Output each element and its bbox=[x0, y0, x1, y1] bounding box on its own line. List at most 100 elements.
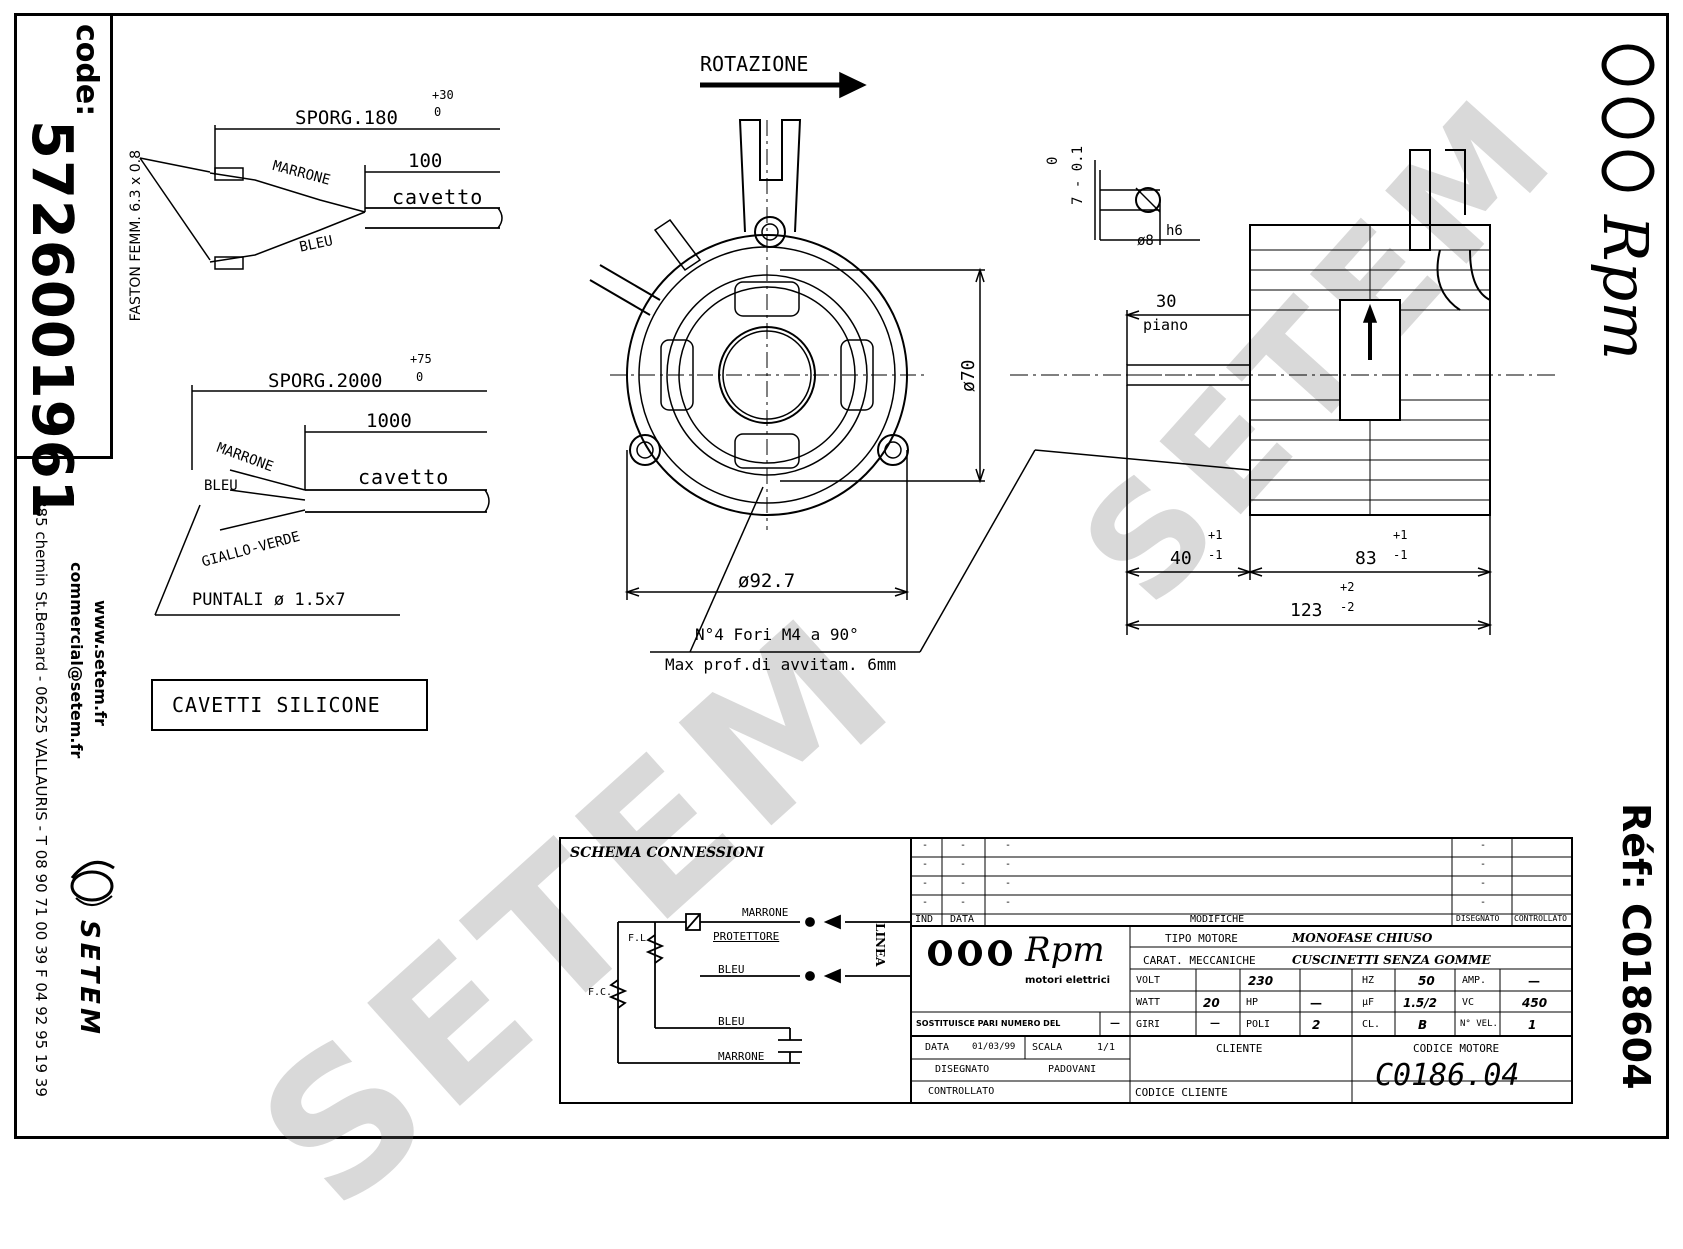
tb-logo: Rpm bbox=[1025, 930, 1105, 970]
setem-logo-icon bbox=[70, 860, 115, 906]
tb-sostituisce-value: — bbox=[1110, 1018, 1120, 1029]
tb-vc-value: 450 bbox=[1522, 996, 1548, 1010]
cable2-tol0: 0 bbox=[416, 370, 424, 384]
tb-hz-label: HZ bbox=[1362, 975, 1375, 986]
cable2-cavetto: cavetto bbox=[358, 465, 450, 489]
cable2-sporg: SPORG.2000 bbox=[268, 370, 383, 392]
cavetti-silicone: CAVETTI SILICONE bbox=[172, 693, 381, 717]
tb-modifiche: MODIFICHE bbox=[1190, 914, 1245, 925]
schema-bleu1: BLEU bbox=[718, 963, 745, 976]
tb-uf-value: 1.5/2 bbox=[1403, 996, 1437, 1010]
tb-dash: - bbox=[922, 878, 929, 889]
technical-drawing bbox=[139, 71, 1573, 1104]
tb-amp-label: AMP. bbox=[1462, 975, 1487, 986]
front-dia-927: ø92.7 bbox=[738, 570, 796, 592]
side-dim-123-minus: -2 bbox=[1340, 600, 1355, 614]
tb-dash: - bbox=[1005, 878, 1012, 889]
cable1-cavetto: cavetto bbox=[392, 185, 484, 209]
rpm-logo-icon bbox=[1601, 44, 1655, 192]
cable1-length: 100 bbox=[408, 150, 443, 172]
schema-fc: F.C. bbox=[588, 987, 613, 998]
tb-poli-value: 2 bbox=[1312, 1018, 1321, 1032]
tb-logo-sub: motori elettrici bbox=[1025, 975, 1111, 986]
rotation-label: ROTAZIONE bbox=[700, 52, 809, 76]
front-depth-note: Max prof.di avvitam. 6mm bbox=[665, 655, 897, 674]
schema-marrone2: MARRONE bbox=[718, 1050, 765, 1063]
tb-sostituisce: SOSTITUISCE PARI NUMERO DEL bbox=[916, 1019, 1061, 1028]
side-dim-40-minus: -1 bbox=[1208, 548, 1223, 562]
side-dim-123: 123 bbox=[1290, 600, 1323, 621]
tb-watt-value: 20 bbox=[1203, 996, 1220, 1010]
tb-hp-label: HP bbox=[1246, 997, 1259, 1008]
tb-controllato-label: CONTROLLATO bbox=[928, 1086, 995, 1097]
cable2-bleu: BLEU bbox=[204, 478, 238, 494]
tb-watt-label: WATT bbox=[1136, 997, 1161, 1008]
tb-dash: - bbox=[960, 897, 967, 908]
tb-hp-value: — bbox=[1310, 996, 1322, 1010]
tb-dash: - bbox=[960, 878, 967, 889]
tb-dash: - bbox=[1480, 840, 1487, 851]
tb-dash: - bbox=[1480, 878, 1487, 889]
tb-uf-label: µF bbox=[1362, 997, 1375, 1008]
tb-dash: - bbox=[1480, 897, 1487, 908]
tb-hz-value: 50 bbox=[1418, 974, 1435, 988]
schema-marrone: MARRONE bbox=[742, 906, 789, 919]
tb-dash: - bbox=[922, 859, 929, 870]
code-box bbox=[14, 13, 113, 459]
tb-dash: - bbox=[1005, 859, 1012, 870]
side-dim-123-plus: +2 bbox=[1340, 580, 1355, 594]
cable2-puntali: PUNTALI ø 1.5x7 bbox=[192, 590, 346, 610]
side-dim-40: 40 bbox=[1170, 548, 1192, 569]
tb-dash: - bbox=[1005, 897, 1012, 908]
tb-dash: - bbox=[922, 897, 929, 908]
side-dim-83-plus: +1 bbox=[1393, 528, 1408, 542]
tb-codice-cliente: CODICE CLIENTE bbox=[1135, 1086, 1228, 1099]
tb-disegnato-h: DISEGNATO bbox=[1456, 914, 1500, 923]
tb-dash: - bbox=[960, 859, 967, 870]
ref-label: Réf: C018604 bbox=[1614, 803, 1658, 1090]
tb-tipo-motore-label: TIPO MOTORE bbox=[1165, 932, 1238, 945]
front-dia-70: ø70 bbox=[958, 359, 979, 392]
tb-scala-value: 1/1 bbox=[1097, 1042, 1116, 1053]
tb-dash: - bbox=[1480, 859, 1487, 870]
shaft-len-30: 30 bbox=[1156, 292, 1177, 312]
tb-disegnato-value: PADOVANI bbox=[1048, 1064, 1097, 1075]
cable2-tol: +75 bbox=[410, 352, 432, 366]
schema-fl: F.L. bbox=[628, 933, 653, 944]
tb-rpm-logo-icon bbox=[928, 940, 1012, 966]
tb-ind: IND bbox=[915, 914, 934, 925]
tb-disegnato-label: DISEGNATO bbox=[935, 1064, 990, 1075]
tb-codice-motore-value: C0186.04 bbox=[1375, 1058, 1520, 1093]
cable2-length: 1000 bbox=[366, 410, 412, 432]
tb-cliente: CLIENTE bbox=[1216, 1042, 1263, 1055]
cable1-tol: +30 bbox=[432, 88, 454, 102]
schema-bleu2: BLEU bbox=[718, 1015, 745, 1028]
tb-nvel-label: N° VEL. bbox=[1460, 1019, 1498, 1029]
schema-linea: LINEA bbox=[873, 923, 887, 967]
tb-giri-value: — bbox=[1210, 1018, 1220, 1029]
tb-dash: - bbox=[960, 840, 967, 851]
schema-protettore: PROTETTORE bbox=[713, 930, 780, 943]
tb-codice-motore-label: CODICE MOTORE bbox=[1413, 1042, 1500, 1055]
front-holes-note: N°4 Fori M4 a 90° bbox=[695, 625, 859, 644]
tb-volt-label: VOLT bbox=[1136, 975, 1161, 986]
tb-vc-label: VC bbox=[1462, 997, 1475, 1008]
tb-data-h: DATA bbox=[950, 914, 975, 925]
tb-tipo-motore-value: MONOFASE CHIUSO bbox=[1292, 931, 1433, 945]
side-dim-40-plus: +1 bbox=[1208, 528, 1223, 542]
tb-dash: - bbox=[922, 840, 929, 851]
tb-carat-label: CARAT. MECCANICHE bbox=[1143, 954, 1256, 967]
tb-poli-label: POLI bbox=[1246, 1019, 1271, 1030]
drawing-frame bbox=[14, 13, 1669, 1139]
tb-nvel-value: 1 bbox=[1528, 1018, 1537, 1032]
tb-cl-value: B bbox=[1418, 1018, 1428, 1032]
tb-cl-label: CL. bbox=[1362, 1019, 1381, 1030]
side-dim-83: 83 bbox=[1355, 548, 1377, 569]
tb-scala-label: SCALA bbox=[1032, 1042, 1063, 1053]
side-dim-83-minus: -1 bbox=[1393, 548, 1408, 562]
tb-amp-value: — bbox=[1528, 974, 1540, 988]
cable1-tol0: 0 bbox=[434, 105, 442, 119]
tb-data-value: 01/03/99 bbox=[972, 1042, 1016, 1052]
schema-title: SCHEMA CONNESSIONI bbox=[570, 845, 764, 861]
tb-dash: - bbox=[1005, 840, 1012, 851]
